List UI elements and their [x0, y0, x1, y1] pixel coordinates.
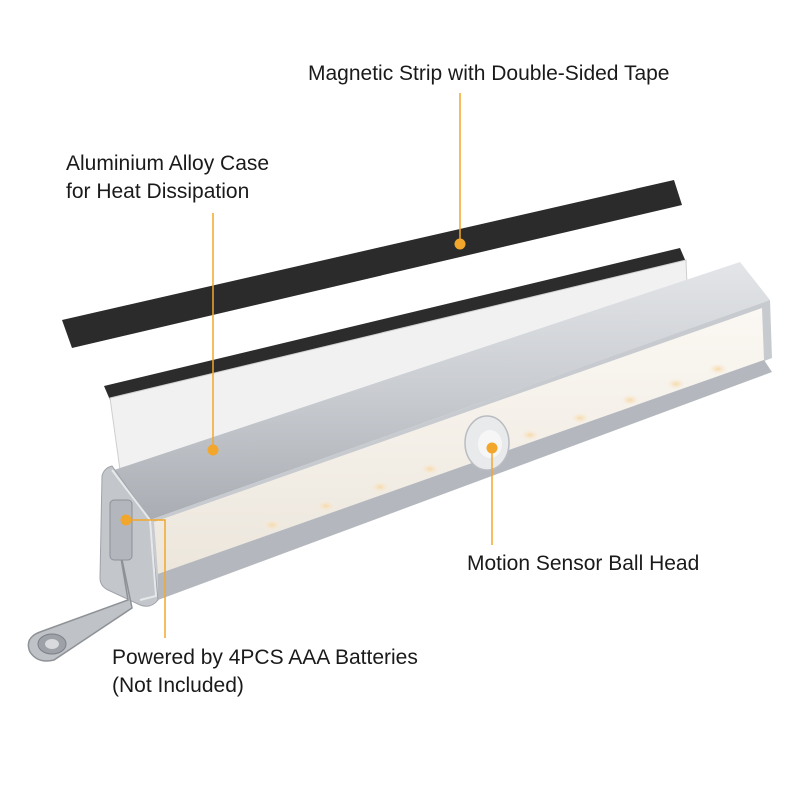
label-batteries: Powered by 4PCS AAA Batteries (Not Inclu… — [112, 644, 418, 700]
label-batteries-line2: (Not Included) — [112, 674, 244, 697]
label-batteries-line1: Powered by 4PCS AAA Batteries — [112, 646, 418, 669]
label-alloy-case-line2: for Heat Dissipation — [66, 180, 250, 203]
label-motion-sensor-line1: Motion Sensor Ball Head — [467, 552, 700, 575]
label-alloy-case-line1: Aluminium Alloy Case — [66, 152, 270, 175]
label-motion-sensor: Motion Sensor Ball Head — [467, 550, 699, 578]
motion-sensor — [464, 415, 510, 471]
magnetic-strip — [62, 180, 682, 348]
label-magnetic-strip: Magnetic Strip with Double-Sided Tape — [308, 60, 669, 88]
aluminium-case — [99, 262, 772, 607]
label-alloy-case: Aluminium Alloy Case for Heat Dissipatio… — [66, 150, 269, 206]
led-row — [262, 363, 728, 531]
label-magnetic-strip-line1: Magnetic Strip with Double-Sided Tape — [308, 62, 670, 85]
led-diffuser — [154, 308, 764, 574]
leader-lines — [126, 93, 493, 638]
leader-dots — [120, 238, 498, 526]
